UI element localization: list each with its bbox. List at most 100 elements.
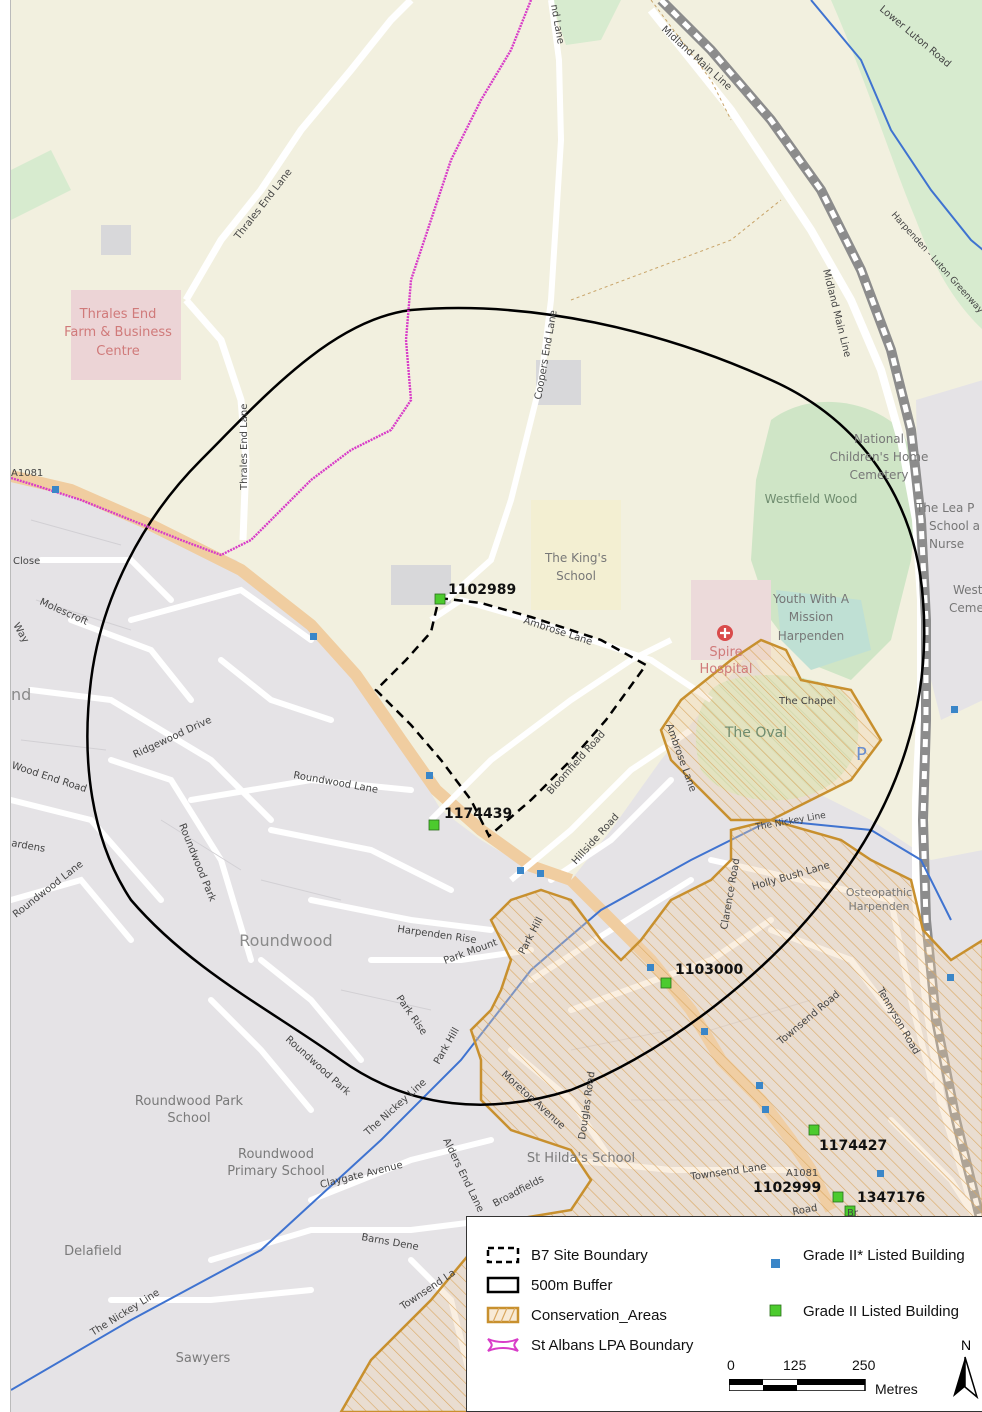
svg-text:Roundwood Park: Roundwood Park: [135, 1094, 244, 1109]
legend-item-grade-ii-star: Grade II* Listed Building: [763, 1247, 973, 1275]
svg-text:School: School: [556, 569, 596, 583]
grade-ii-markers: [428, 593, 856, 1217]
ambrose-lane-road: [429, 596, 713, 703]
svg-text:West: West: [953, 583, 982, 597]
grade-ii-star-markers: [52, 486, 958, 1177]
legend-label-buffer: 500m Buffer: [531, 1276, 613, 1294]
st-hildas-school-label: St Hilda's School: [527, 1151, 635, 1166]
listed-building-label-1347176: 1347176: [857, 1190, 925, 1206]
legend-item-lpa-boundary: St Albans LPA Boundary: [485, 1335, 693, 1355]
listed-building-label-1174427: 1174427: [819, 1138, 887, 1154]
footpath-east: [570, 199, 782, 301]
roundwood-park-school-label: Roundwood Park School: [135, 1094, 244, 1126]
site-boundary-symbol-icon: [486, 1246, 520, 1264]
svg-text:School a: School a: [929, 519, 980, 533]
svg-text:Farm & Business: Farm & Business: [64, 325, 172, 340]
buffer-500m: [86, 306, 926, 1106]
thrales-end-lane-north-road: [182, 0, 414, 302]
listed-building-label-1103000: 1103000: [675, 962, 743, 978]
thrales-end-lane-south-road: [183, 297, 250, 541]
spire-hospital-label: Spire Hospital: [699, 645, 752, 677]
legend-label-conservation: Conservation_Areas: [531, 1306, 667, 1324]
legend-item-site-boundary: B7 Site Boundary: [485, 1245, 648, 1265]
kings-school-area: [531, 500, 621, 610]
national-childrens-home-label: National Children's Home Cemetery: [830, 432, 929, 482]
field-green-north: [551, 0, 621, 45]
legend-item-conservation: Conservation_Areas: [485, 1305, 667, 1325]
map-canvas: Thrales End Farm & Business Centre Natio…: [11, 0, 982, 1412]
svg-text:Harpenden: Harpenden: [778, 629, 845, 643]
north-arrow-icon: [953, 1356, 979, 1399]
label-bridge-road: Road: [792, 1203, 819, 1218]
svg-text:Primary School: Primary School: [227, 1164, 325, 1179]
map-view[interactable]: Thrales End Farm & Business Centre Natio…: [10, 0, 982, 1412]
svg-text:Harpenden: Harpenden: [849, 900, 910, 913]
conservation-area-oval: [659, 638, 883, 822]
svg-text:Children's Home: Children's Home: [830, 450, 929, 464]
sawyers-label: Sawyers: [176, 1351, 231, 1366]
coopers-end-lane-road: [444, 0, 565, 603]
delafield-label: Delafield: [64, 1244, 122, 1259]
field-green-west: [11, 150, 71, 220]
roundwood-primary-label: Roundwood Primary School: [227, 1147, 325, 1179]
svg-text:Cemetery: Cemetery: [850, 468, 909, 482]
svg-text:Thrales End: Thrales End: [79, 307, 157, 322]
roundwood-label: Roundwood: [239, 931, 332, 950]
lpa-boundary-symbol-icon: [487, 1338, 519, 1352]
river-lea-north: [810, 0, 982, 251]
svg-text:Ceme: Ceme: [949, 601, 982, 615]
conservation-symbol-icon: [486, 1306, 520, 1324]
svg-text:Nurse: Nurse: [929, 537, 964, 551]
listed-building-label-1102989: 1102989: [448, 582, 516, 598]
label-a1081-w: A1081: [11, 468, 43, 479]
svg-text:Hospital: Hospital: [699, 662, 752, 677]
legend-label-grade-ii: Grade II Listed Building: [803, 1302, 959, 1320]
scale-tick-125: 125: [783, 1357, 807, 1373]
thrales-end-farm-label: Thrales End Farm & Business Centre: [64, 307, 172, 359]
svg-text:Centre: Centre: [96, 344, 139, 359]
farm-buildings: [101, 225, 131, 255]
scale-tick-0: 0: [727, 1357, 735, 1373]
hospital-cross-icon: [720, 628, 730, 638]
svg-text:School: School: [167, 1111, 210, 1126]
scale-tick-250: 250: [852, 1357, 876, 1373]
kings-school-label: The King's School: [544, 551, 607, 583]
svg-text:National: National: [854, 432, 904, 446]
youth-mission-area: [776, 590, 871, 670]
scale-unit: Metres: [875, 1381, 918, 1397]
label-brand: Br: [847, 1208, 859, 1219]
river-valley-green: [831, 0, 982, 330]
legend-label-lpa-boundary: St Albans LPA Boundary: [531, 1336, 694, 1354]
svg-text:Roundwood: Roundwood: [238, 1147, 314, 1162]
svg-text:The Lea P: The Lea P: [915, 501, 974, 515]
b7-site-boundary: [374, 596, 648, 838]
label-nd: nd: [11, 685, 31, 704]
svg-text:Spire: Spire: [709, 645, 742, 660]
bloomfield-road-road: [428, 637, 673, 823]
buffer-symbol-icon: [486, 1276, 520, 1294]
thrales-end-farm-area: [71, 290, 181, 380]
grade-ii-star-symbol-icon: [771, 1259, 780, 1268]
listed-building-label-1174439: 1174439: [444, 806, 512, 822]
a1081-west-road: [11, 470, 573, 886]
youth-with-a-mission-label: Youth With A Mission Harpenden: [772, 592, 850, 643]
legend-item-grade-ii: Grade II Listed Building: [763, 1301, 959, 1321]
grade-ii-symbol-icon: [769, 1304, 782, 1317]
the-lea-primary-label: The Lea P School a Nurse: [915, 501, 980, 551]
the-oval-label: The Oval: [724, 725, 787, 741]
scale-bar-graphic: [729, 1379, 866, 1391]
urban-area-east: [916, 380, 982, 720]
label-thrales-end-lane-s: Thrales End Lane: [239, 404, 250, 491]
map-legend: B7 Site Boundary 500m Buffer Conservatio…: [466, 1216, 982, 1412]
svg-text:Mission: Mission: [789, 610, 833, 624]
svg-text:Osteopathic: Osteopathic: [846, 886, 912, 899]
st-albans-lpa-boundary: [11, 0, 533, 557]
legend-item-buffer: 500m Buffer: [485, 1275, 612, 1295]
parking-label: P: [856, 744, 867, 765]
railway-dashes: [659, 0, 982, 1231]
svg-text:Youth With A: Youth With A: [772, 592, 850, 606]
legend-label-site-boundary: B7 Site Boundary: [531, 1246, 648, 1264]
north-label: N: [961, 1337, 972, 1353]
legend-label-grade-ii-star: Grade II* Listed Building: [803, 1247, 965, 1264]
label-a1081-s: A1081: [786, 1168, 818, 1179]
